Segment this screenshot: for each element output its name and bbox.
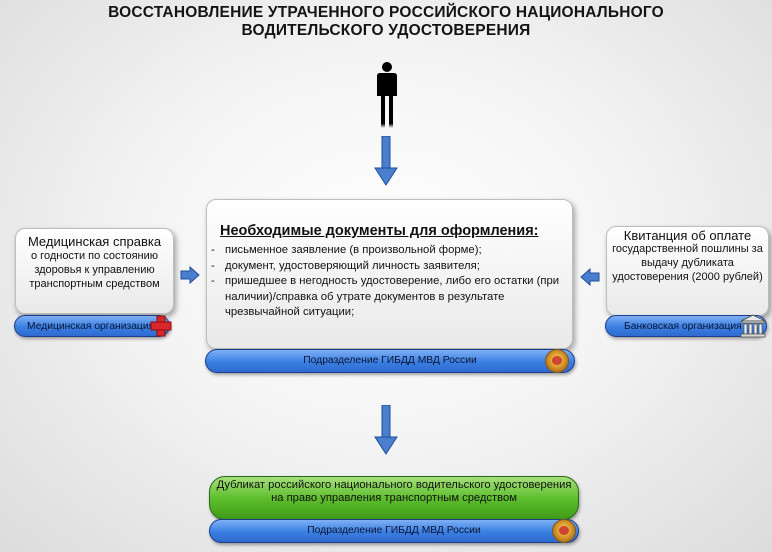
person-icon (377, 62, 397, 128)
payment-receipt-title: Квитанция об оплате (623, 228, 752, 243)
down-arrow-icon-2 (374, 405, 398, 455)
duplicate-license-result: Дубликат российского национального водит… (209, 476, 579, 520)
title-line-2: ВОДИТЕЛЬСКОГО УДОСТОВЕРЕНИЯ (241, 22, 531, 39)
medical-certificate-title: Медицинская справка (27, 234, 162, 249)
police-emblem-icon (545, 349, 569, 373)
left-arrow-icon (580, 268, 600, 286)
medical-certificate-card: Медицинская справка о годности по состоя… (15, 228, 174, 314)
payment-receipt-card: Квитанция об оплате государственной пошл… (606, 226, 769, 316)
document-item: -письменное заявление (в произвольной фо… (211, 244, 482, 256)
medical-organization-label: Медицинская организация (14, 315, 170, 337)
duplicate-license-text: Дубликат российского национального водит… (216, 479, 572, 504)
page-title: ВОССТАНОВЛЕНИЕ УТРАЧЕННОГО РОССИЙСКОГО Н… (0, 4, 772, 40)
document-item: -документ, удостоверяющий личность заяви… (211, 259, 480, 272)
gibdd-department-label: Подразделение ГИБДД МВД России (205, 349, 575, 373)
documents-heading: Необходимые документы для оформления: (220, 223, 539, 239)
down-arrow-icon (374, 136, 398, 186)
police-emblem-icon-bottom (552, 519, 576, 543)
documents-list: -письменное заявление (в произвольной фо… (210, 243, 570, 321)
document-item: -пришедшее в негодность удостоверение, л… (211, 275, 560, 318)
title-line-1: ВОССТАНОВЛЕНИЕ УТРАЧЕННОГО РОССИЙСКОГО Н… (108, 4, 664, 21)
right-arrow-icon (180, 266, 200, 284)
gibdd-department-label-bottom: Подразделение ГИБДД МВД России (209, 519, 579, 543)
medical-certificate-description: о годности по состоянию здоровья к управ… (29, 250, 160, 290)
bank-building-icon (740, 314, 766, 338)
red-cross-icon (150, 315, 172, 337)
payment-receipt-description: государственной пошлины за выдачу дублик… (612, 243, 763, 283)
bank-organization-label: Банковская организация (605, 315, 767, 337)
required-documents-card: Необходимые документы для оформления: -п… (206, 199, 573, 349)
